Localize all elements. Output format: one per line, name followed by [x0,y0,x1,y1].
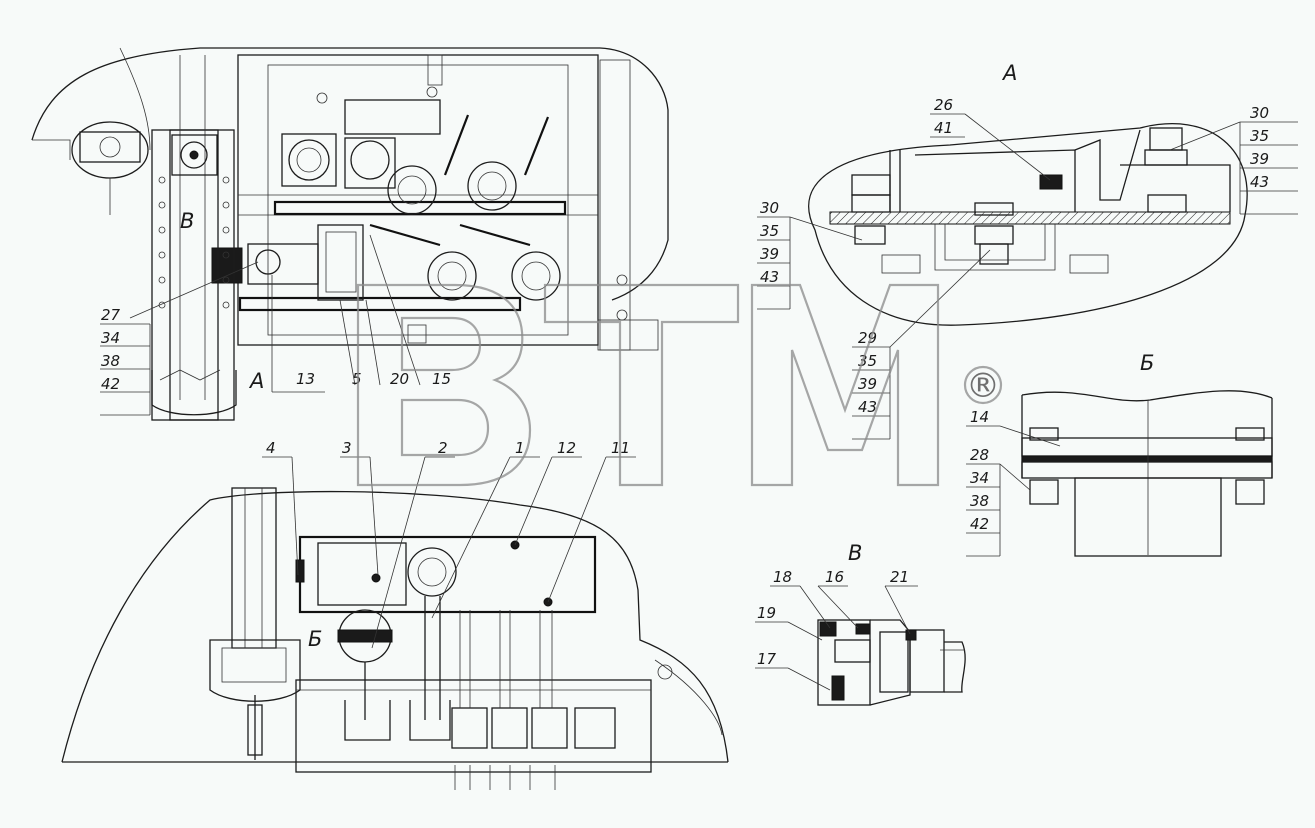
label-27: 27 [101,306,121,324]
leaders-bottom [262,456,636,649]
label-16: 16 [825,568,844,586]
view-title-v: В [848,541,862,565]
label-5: 5 [352,370,362,388]
bottom-view [61,487,729,790]
label-4: 4 [266,439,276,457]
registered-mark: ® [966,366,1000,406]
label-39-right: 39 [1250,150,1269,168]
label-28: 28 [970,446,989,464]
leaders-top [100,234,421,416]
label-38-left: 38 [101,352,120,370]
label-39-mid: 39 [858,375,877,393]
view-title-a: А [1001,61,1017,85]
label-21: 21 [890,568,909,586]
label-26: 26 [934,96,953,114]
label-43-left: 43 [760,268,779,286]
label-15: 15 [432,370,451,388]
outlet-row [451,610,616,790]
label-14: 14 [970,408,989,426]
watermark-logo [356,283,1003,487]
label-12: 12 [557,439,576,457]
detail-b [1021,390,1273,557]
label-35-left: 35 [760,222,779,240]
view-marker-b-bottom: Б [308,627,322,651]
label-18: 18 [773,568,792,586]
top-view [31,47,669,421]
bolt-column [158,176,230,309]
label-3: 3 [342,439,352,457]
label-13: 13 [296,370,315,388]
label-41: 41 [934,119,953,137]
label-34-left: 34 [101,329,120,347]
label-35-mid: 35 [858,352,877,370]
label-1: 1 [515,439,525,457]
label-19: 19 [757,604,776,622]
label-39-left: 39 [760,245,779,263]
leaders-detail-v [755,585,918,691]
view-title-b: Б [1140,351,1154,375]
label-43-mid: 43 [858,398,877,416]
label-42-left: 42 [101,375,120,393]
label-43-right: 43 [1250,173,1269,191]
label-42-right: 42 [970,515,989,533]
label-17: 17 [757,650,777,668]
label-30-right: 30 [1250,104,1269,122]
label-35-right: 35 [1250,127,1269,145]
label-30-left: 30 [760,199,779,217]
detail-v [817,619,966,706]
view-marker-a: А [248,369,264,393]
view-marker-v: В [180,209,194,233]
leaders-detail-b [966,425,1061,557]
detail-a [808,123,1248,326]
label-2: 2 [438,439,448,457]
label-20: 20 [390,370,409,388]
label-34-right: 34 [970,469,989,487]
label-38-right: 38 [970,492,989,510]
